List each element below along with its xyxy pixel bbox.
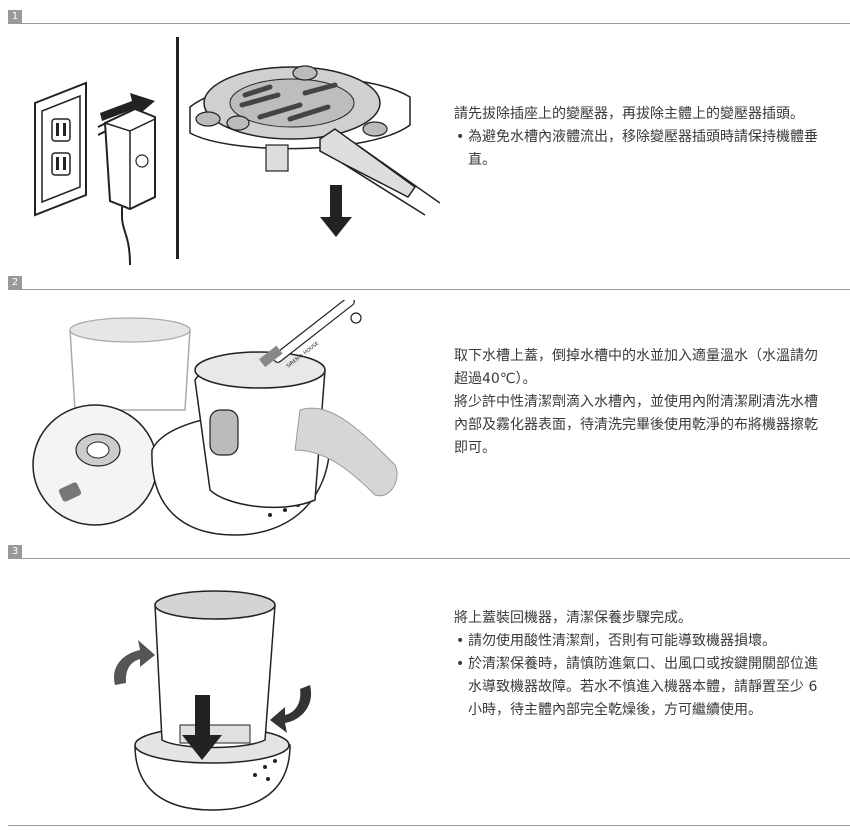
pull-arrow-icon — [100, 93, 155, 121]
step-paragraph: 請先拔除插座上的變壓器，再拔除主體上的變壓器插頭。 — [454, 106, 804, 122]
divider — [8, 289, 850, 290]
step-paragraph: 將少許中性清潔劑滴入水槽內，並使用內附清潔刷清洗水槽內部及霧化器表面，待清洗完畢… — [454, 394, 818, 456]
down-arrow-icon — [320, 185, 352, 237]
tank-lid — [32, 404, 158, 526]
wall-outlet-icon — [34, 81, 87, 217]
divider — [8, 23, 850, 24]
rotate-arrow-icon — [114, 640, 155, 685]
step-2-text: 取下水槽上蓋，倒掉水槽中的水並加入適量溫水（水溫請勿超過40℃）。 將少許中性清… — [454, 345, 824, 460]
down-arrow-icon — [182, 695, 222, 760]
step-number: 1 — [8, 10, 22, 24]
rotate-arrow-icon — [270, 685, 312, 733]
step-paragraph: 取下水槽上蓋，倒掉水槽中的水並加入適量溫水（水溫請勿超過40℃）。 — [454, 348, 818, 387]
divider — [8, 558, 850, 559]
step-1-text: 請先拔除插座上的變壓器，再拔除主體上的變壓器插頭。 為避免水槽內液體流出，移除變… — [454, 103, 824, 172]
step-bullet: 於清潔保養時，請慎防進氣口、出風口或按鍵開關部位進水導致機器故障。若水不慎進入機… — [454, 653, 824, 722]
step-paragraph: 將上蓋裝回機器，清潔保養步驟完成。 — [454, 610, 692, 626]
step-1-header: 1 — [0, 10, 850, 24]
power-adapter-icon — [97, 107, 156, 265]
device-base — [189, 65, 440, 216]
step-3-illustration — [114, 590, 312, 811]
step-2-header: 2 — [0, 276, 850, 290]
step-3-header: 3 — [0, 545, 850, 559]
step-1-illustration — [34, 37, 440, 265]
divider — [8, 825, 850, 826]
step-number: 2 — [8, 276, 22, 290]
step-3-text: 將上蓋裝回機器，清潔保養步驟完成。 請勿使用酸性清潔劑，否則有可能導致機器損壞。… — [454, 607, 824, 722]
step-2-illustration: SIREN® HOUSE — [32, 300, 398, 536]
divider — [176, 37, 179, 259]
step-number: 3 — [8, 545, 22, 559]
step-bullet: 請勿使用酸性清潔劑，否則有可能導致機器損壞。 — [454, 630, 824, 653]
step-bullet: 為避免水槽內液體流出，移除變壓器插頭時請保持機體垂直。 — [454, 126, 824, 172]
